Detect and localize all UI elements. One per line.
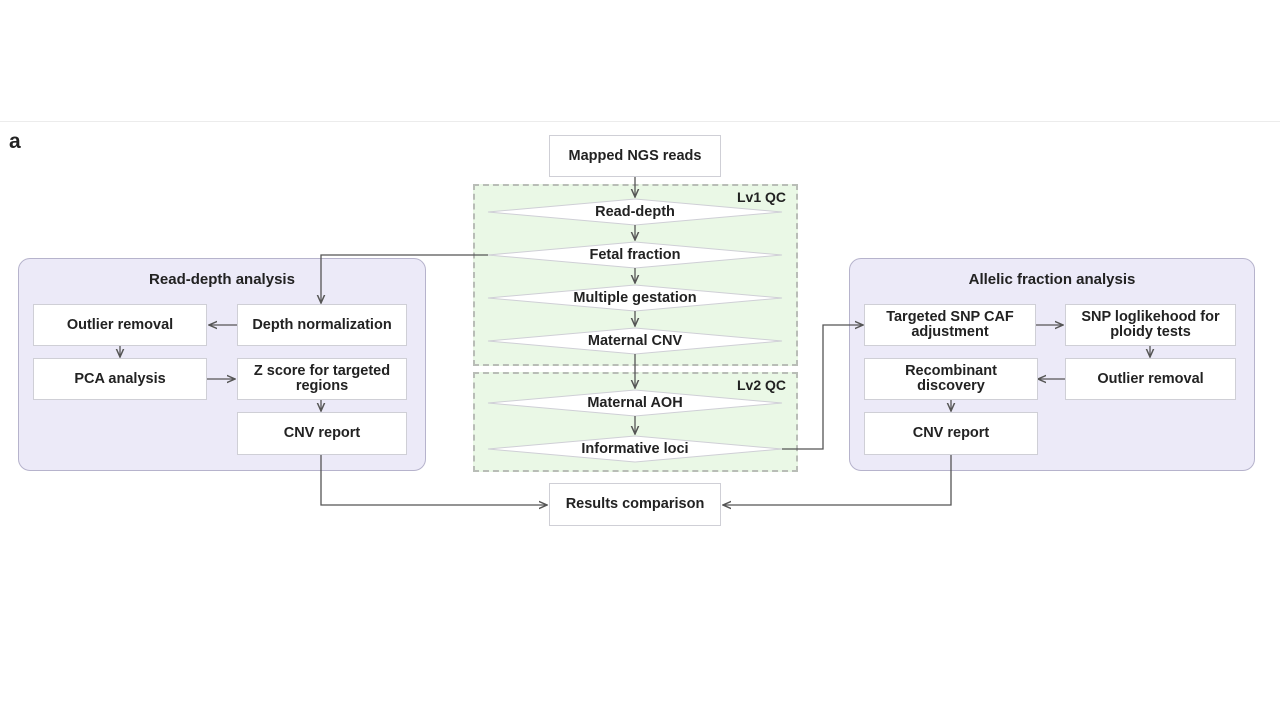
z-score-line2: regions	[295, 378, 349, 394]
z-score-line1: Z score for targeted	[253, 363, 391, 379]
qc-step-maternal-cnv: Maternal CNV	[488, 328, 782, 354]
qc-step-label: Multiple gestation	[573, 290, 697, 306]
cnv-report-right-box: CNV report	[864, 412, 1038, 455]
depth-normalization-box: Depth normalization	[237, 304, 407, 346]
targeted-snp-caf-box: Targeted SNP CAF adjustment	[864, 304, 1036, 346]
snp-line2: ploidy tests	[1110, 324, 1191, 340]
diamond-multiple-gestation	[487, 284, 783, 312]
qc-step-label: Read-depth	[595, 204, 675, 220]
diamond-maternal-cnv	[487, 327, 783, 355]
panel-letter: a	[9, 130, 21, 153]
z-score-box: Z score for targeted regions	[237, 358, 407, 400]
caf-line1: Targeted SNP CAF	[886, 309, 1014, 325]
lv1-qc-label: Lv1 QC	[736, 189, 786, 205]
recombinant-discovery-box: Recombinant discovery	[864, 358, 1038, 400]
qc-step-label: Fetal fraction	[589, 247, 681, 263]
diamond-fetal-fraction	[487, 241, 783, 269]
top-divider	[0, 121, 1280, 122]
qc-step-multiple-gestation: Multiple gestation	[488, 285, 782, 311]
qc-step-label: Maternal AOH	[587, 395, 683, 411]
snp-line1: SNP loglikehood for	[1081, 309, 1220, 325]
diamond-maternal-aoh	[487, 389, 783, 417]
arrow-fetal-to-depth-normalization	[321, 254, 488, 303]
recomb-line1: Recombinant	[905, 363, 997, 379]
qc-step-label: Maternal CNV	[587, 333, 683, 349]
caf-line2: adjustment	[911, 324, 989, 340]
outlier-removal-right-box: Outlier removal	[1065, 358, 1236, 400]
arrow-cnv-left-to-results	[320, 455, 547, 505]
mapped-ngs-reads-box: Mapped NGS reads	[549, 135, 721, 177]
outlier-removal-left-box: Outlier removal	[33, 304, 207, 346]
snp-loglikehood-box: SNP loglikehood for ploidy tests	[1065, 304, 1236, 346]
recomb-line2: discovery	[917, 378, 985, 394]
arrow-informative-to-caf	[782, 325, 863, 450]
lv2-qc-label: Lv2 QC	[736, 377, 786, 393]
diamond-read-depth	[487, 198, 783, 226]
results-comparison-box: Results comparison	[549, 483, 721, 526]
read-depth-analysis-title: Read-depth analysis	[149, 271, 295, 288]
pca-analysis-box: PCA analysis	[33, 358, 207, 400]
qc-step-read-depth: Read-depth	[488, 199, 782, 225]
allelic-fraction-analysis-title: Allelic fraction analysis	[968, 271, 1136, 288]
qc-step-maternal-aoh: Maternal AOH	[488, 390, 782, 416]
cnv-report-left-box: CNV report	[237, 412, 407, 455]
qc-step-fetal-fraction: Fetal fraction	[488, 242, 782, 268]
qc-step-informative-loci: Informative loci	[488, 436, 782, 462]
arrow-cnv-right-to-results	[723, 455, 952, 505]
qc-step-label: Informative loci	[581, 441, 689, 457]
